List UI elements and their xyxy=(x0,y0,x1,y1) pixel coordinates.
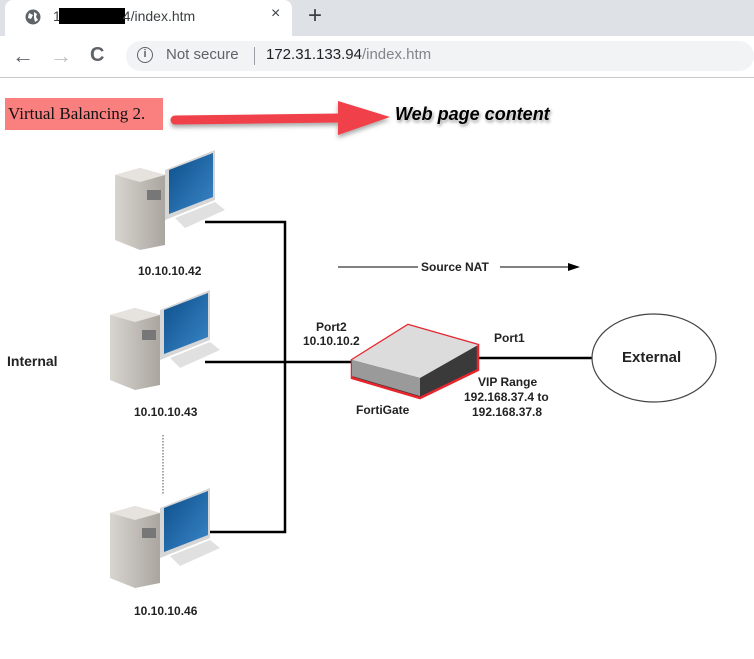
fortigate-label: FortiGate xyxy=(356,403,410,417)
divider xyxy=(254,47,255,65)
reload-button[interactable]: C xyxy=(90,44,105,66)
annotation-text: Web page content xyxy=(395,104,550,124)
external-network-ellipse xyxy=(591,313,717,403)
fortigate-device-icon xyxy=(350,323,480,400)
host-ip-label: 10.10.10.43 xyxy=(134,405,198,419)
port2-ip-label: 10.10.10.2 xyxy=(303,334,360,348)
forward-button[interactable]: → xyxy=(50,43,72,68)
vip-range-start: 192.168.37.4 to xyxy=(464,390,549,404)
new-tab-button[interactable]: + xyxy=(308,2,323,29)
annotation-arrow xyxy=(170,101,390,135)
host-ip-label: 10.10.10.46 xyxy=(134,604,198,618)
url-text[interactable]: 172.31.133.94/index.htm xyxy=(266,46,432,63)
vip-range-end: 192.168.37.8 xyxy=(472,405,543,419)
close-tab-icon[interactable]: × xyxy=(271,5,281,22)
browser-toolbar: ← → C i Not secure 172.31.133.94/index.h… xyxy=(0,36,754,78)
port1-label: Port1 xyxy=(494,331,525,345)
vip-range-title: VIP Range xyxy=(478,375,538,389)
computer-icon xyxy=(110,488,220,588)
page-heading: Virtual Balancing 2. xyxy=(5,98,163,130)
security-label[interactable]: Not secure xyxy=(166,46,239,63)
globe-icon xyxy=(25,9,41,25)
internal-label: Internal xyxy=(7,353,58,369)
computer-icon xyxy=(115,150,225,250)
port2-label: Port2 xyxy=(316,320,347,334)
network-links xyxy=(205,220,593,534)
computer-icon xyxy=(110,290,220,390)
source-nat-arrow xyxy=(338,263,580,271)
address-bar[interactable]: i Not secure 172.31.133.94/index.htm xyxy=(126,41,754,71)
external-label: External xyxy=(622,349,682,366)
host-ip-label: 10.10.10.42 xyxy=(138,264,202,278)
info-icon[interactable]: i xyxy=(137,47,153,63)
source-nat-label: Source NAT xyxy=(421,260,489,274)
back-button[interactable]: ← xyxy=(12,43,34,68)
redaction-bar xyxy=(58,8,125,24)
